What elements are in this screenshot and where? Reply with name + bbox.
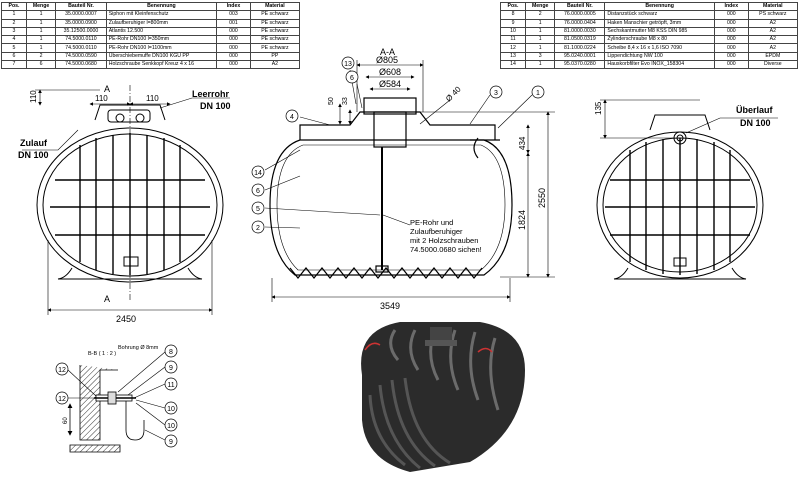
detail-balloon-10b: 10 [167, 423, 175, 430]
note-line-1: PE-Rohr und [410, 218, 453, 227]
dia-584: Ø584 [379, 79, 401, 89]
balloon-6b [251, 183, 265, 197]
note-line-3: mit 2 Holzschrauben [410, 236, 478, 245]
parts-list-right: Pos. Menge Bauteil Nr. Benennung Index M… [499, 1, 799, 70]
dim-height-1824: 1824 [517, 210, 527, 230]
empty-pipe-label: Leerrohr [192, 89, 230, 99]
dim-width-2450: 2450 [116, 314, 136, 324]
balloon-13 [341, 56, 355, 70]
parts-list-left: Pos. Menge Bauteil Nr. Benennung Index M… [1, 1, 301, 70]
balloon-5-text: 5 [256, 206, 260, 213]
detail-balloon-9b: 9 [169, 439, 173, 446]
dia-40: Ø 40 [444, 84, 463, 103]
section-view-dimensions [264, 60, 555, 302]
section-mark-bottom: A [104, 294, 110, 304]
section-view-balloons [251, 56, 545, 234]
balloon-6b-text: 6 [256, 188, 260, 195]
detail-bore-label: Bohrung Ø 8mm [118, 345, 159, 351]
empty-pipe-dn: DN 100 [200, 101, 231, 111]
dim-height-2550: 2550 [537, 188, 547, 208]
balloon-3-text: 3 [494, 90, 498, 97]
balloon-5 [251, 201, 265, 215]
section-title: A-A [380, 47, 395, 57]
dim-110-side: 110 [29, 90, 38, 103]
dim-33: 33 [342, 97, 349, 105]
parts-list-cell: 6 [25, 60, 57, 70]
balloon-6 [345, 70, 359, 84]
section-mark-top: A [104, 84, 110, 94]
left-end-view [36, 104, 224, 283]
overflow-label: Überlauf [736, 105, 774, 115]
right-view-dimensions [600, 99, 778, 139]
tank-render-image [361, 322, 525, 472]
balloon-2-text: 2 [256, 225, 260, 232]
detail-balloon-9: 9 [169, 365, 173, 372]
parts-list-header: Pos. Menge Bauteil Nr. Benennung Index M… [499, 1, 799, 12]
parts-list-cell: Diverse [747, 60, 799, 70]
dim-50: 50 [328, 97, 335, 105]
parts-list-cell: A2 [249, 60, 301, 70]
dim-135: 135 [594, 101, 603, 115]
dim-110-b: 110 [146, 94, 159, 103]
overflow-dn: DN 100 [740, 118, 771, 128]
detail-view [67, 365, 145, 453]
dim-60: 60 [63, 417, 69, 424]
dim-length-3549: 3549 [380, 301, 400, 311]
detail-balloons [55, 344, 178, 448]
note-line-2: Zulaufberuhiger [410, 227, 463, 236]
balloon-14-text: 14 [254, 170, 262, 177]
detail-balloon-12b: 12 [58, 396, 66, 403]
detail-section-label: B-B ( 1 : 2 ) [88, 351, 116, 357]
parts-list-cell: 1 [525, 60, 556, 70]
parts-list-cell: 95.0370.0280 [554, 60, 606, 70]
balloon-14 [251, 165, 265, 179]
right-end-view [596, 114, 764, 280]
balloon-6-text: 6 [350, 75, 354, 82]
detail-balloon-10: 10 [167, 406, 175, 413]
parts-list-header: Pos. Menge Bauteil Nr. Benennung Index M… [1, 1, 301, 12]
parts-list-cell: Holzschraube Senkkopf Kreuz 4 x 16 [105, 60, 218, 70]
left-view-dimensions [22, 85, 230, 315]
dia-805: Ø805 [376, 55, 398, 65]
balloon-13-text: 13 [344, 61, 352, 68]
balloon-4-text: 4 [290, 114, 294, 121]
dim-434: 434 [518, 136, 527, 150]
dim-110-a: 110 [95, 94, 108, 103]
inlet-label: Zulauf [20, 138, 48, 148]
balloon-2 [251, 220, 265, 234]
inlet-dn: DN 100 [18, 150, 49, 160]
detail-leaders [67, 351, 166, 441]
section-view [269, 97, 513, 279]
detail-balloon-11: 11 [167, 382, 174, 389]
detail-balloon-12: 12 [58, 367, 66, 374]
dia-608: Ø608 [379, 67, 401, 77]
detail-balloon-8: 8 [169, 349, 173, 356]
balloon-3 [489, 85, 503, 99]
balloon-4 [285, 109, 299, 123]
balloon-1-text: 1 [536, 90, 540, 97]
parts-list-cell: Hauskorbfilter Evo INOX_158304 [604, 60, 715, 70]
note-line-4: 74.5000.0680 sichen! [410, 245, 482, 254]
balloon-1 [531, 85, 545, 99]
